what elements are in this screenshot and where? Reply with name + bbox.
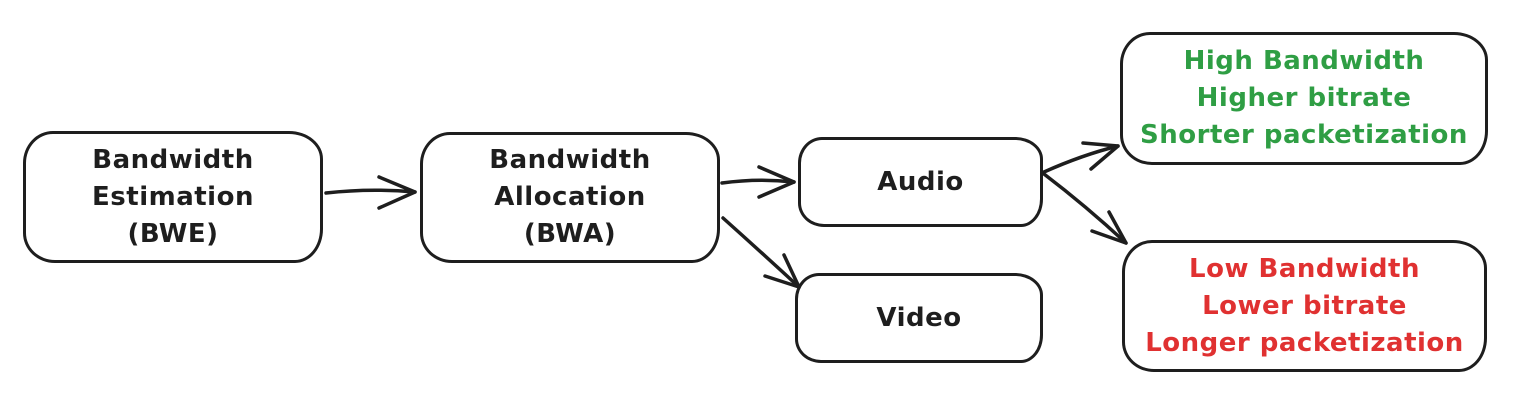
node-bandwidth-allocation[interactable]: Bandwidth Allocation (BWA) bbox=[420, 132, 720, 263]
node-text-line: Lower bitrate bbox=[1202, 290, 1407, 321]
node-text-line: Video bbox=[876, 302, 962, 333]
arrow-bwa-to-video[interactable] bbox=[721, 216, 801, 289]
node-text-line: Shorter packetization bbox=[1140, 120, 1468, 150]
arrow-audio-to-low-bandwidth[interactable] bbox=[1042, 172, 1128, 245]
node-text-line: Longer packetization bbox=[1145, 327, 1464, 358]
node-text-line: High Bandwidth bbox=[1183, 46, 1425, 76]
arrow-bwe-to-bwa[interactable] bbox=[324, 175, 417, 210]
node-low-bandwidth[interactable]: Low Bandwidth Lower bitrate Longer packe… bbox=[1122, 240, 1487, 372]
node-text-line: Bandwidth bbox=[92, 144, 254, 175]
node-video[interactable]: Video bbox=[795, 273, 1043, 363]
node-text-line: (BWA) bbox=[523, 219, 617, 249]
node-bandwidth-estimation[interactable]: Bandwidth Estimation (BWE) bbox=[23, 131, 323, 263]
node-text-line: Audio bbox=[877, 166, 964, 197]
node-text-line: Bandwidth bbox=[489, 145, 651, 175]
node-high-bandwidth[interactable]: High Bandwidth Higher bitrate Shorter pa… bbox=[1120, 32, 1488, 165]
node-audio[interactable]: Audio bbox=[798, 137, 1043, 227]
arrow-audio-to-high-bandwidth[interactable] bbox=[1042, 141, 1120, 174]
node-text-line: (BWE) bbox=[127, 218, 219, 249]
node-text-line: Allocation bbox=[494, 182, 646, 212]
node-text-line: Low Bandwidth bbox=[1189, 253, 1420, 284]
node-text-line: Higher bitrate bbox=[1196, 83, 1412, 113]
arrow-bwa-to-audio[interactable] bbox=[720, 165, 796, 199]
node-text-line: Estimation bbox=[92, 181, 254, 212]
